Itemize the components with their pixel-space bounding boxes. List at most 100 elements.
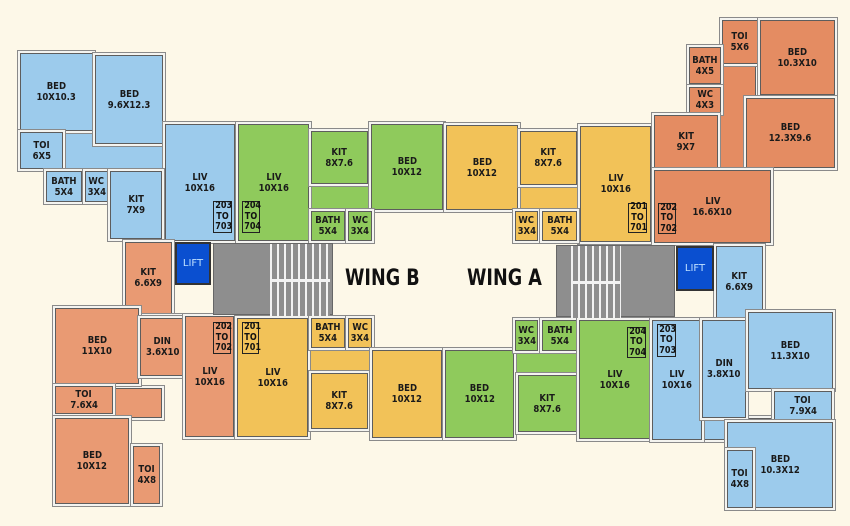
unit-tag-line: 702 [660,222,678,234]
room-name: BATH [315,215,341,226]
room-dimensions: 8X7.6 [534,158,563,169]
unit-tag-line: 204 [244,200,262,212]
room-dimensions: 3X4 [517,226,536,237]
room-dimensions: 5X4 [550,226,569,237]
wing-b-label: WING B [345,266,420,291]
room-name: KIT [539,392,556,404]
room-dimensions: 4X5 [695,65,715,77]
room-name: TOI [33,139,50,151]
room-dimensions: 3.6X10 [145,347,180,358]
room-name: LIV [264,366,281,378]
room-dimensions: 10X12 [466,167,498,179]
unit-tag-line: 704 [629,346,647,358]
room-dimensions: 10X16 [258,182,289,194]
unit-tag-line: 703 [215,221,233,233]
room-dimensions: 8X7.6 [533,403,562,415]
room-name: LIV [704,195,721,207]
room-name: BATH [692,54,718,66]
room-dimensions: 4X8 [137,475,156,486]
room-name: TOI [75,389,93,400]
unit-tag-line: 701 [244,342,261,354]
room-name: KIT [540,147,557,158]
room-name: BED [82,450,102,461]
unit-tag-line: TO [244,331,257,343]
room-dimensions: 4X3 [695,100,715,111]
room-name: LIV [192,171,208,183]
unit-tag-line: 703 [659,344,677,356]
room-name: BATH [546,324,573,336]
room-dimensions: 9.6X12.3 [107,99,151,111]
unit-tag-line: 701 [630,222,648,234]
room-name: KIT [678,130,694,142]
room-name: BATH [546,215,573,226]
room-name: KIT [731,271,748,282]
room-dimensions: 3X4 [350,226,370,237]
room-dimensions: 5X6 [730,42,750,53]
room-dimensions: 11X10 [81,346,113,357]
room-name: WC [518,215,535,226]
unit-tag-line: 202 [215,321,233,333]
unit-tag-line: 702 [215,342,233,354]
unit-tag-line: TO [215,331,229,343]
room-name: BED [472,156,492,168]
room-dimensions: 10X16 [184,182,216,194]
room-dimensions: 10X12 [391,394,423,405]
room-dimensions: 10X16 [257,377,288,389]
room-name: LIV [669,369,685,380]
room-dimensions: 5X4 [318,226,338,237]
room-dimensions: 3X4 [517,335,536,347]
room-dimensions: 7X9 [126,205,146,216]
room-name: DIN [153,336,172,347]
room-dimensions: 10X12 [391,167,423,178]
room-name: BATH [51,175,77,187]
room-name: KIT [331,390,348,401]
room-name: BED [119,88,139,100]
room-dimensions: 3X4 [350,333,370,344]
room-name: BATH [315,322,341,333]
room-dimensions: 16.6X10 [692,206,733,218]
corridor [305,346,371,374]
staircase-wing-a [556,245,675,318]
room-dimensions: 6X5 [32,150,51,162]
room-dimensions: 10X12 [464,394,495,405]
lift-label: LIFT [684,263,706,274]
corridor [516,348,582,374]
room-name: LIV [607,173,624,184]
room-dimensions: 4X8 [730,479,750,490]
room-dimensions: 10X10.3 [36,92,77,103]
room-name: WC [88,175,105,187]
lift-wing-a: LIFT [676,246,714,291]
room-name: DIN [715,358,733,369]
unit-tag-line: 203 [659,323,677,335]
unit-tag-line: TO [660,334,673,346]
room-dimensions: 7.9X4 [789,405,817,417]
room-dimensions: 10X16 [600,184,631,195]
room-dimensions: 12.3X9.6 [769,133,812,144]
corridor [112,388,162,418]
